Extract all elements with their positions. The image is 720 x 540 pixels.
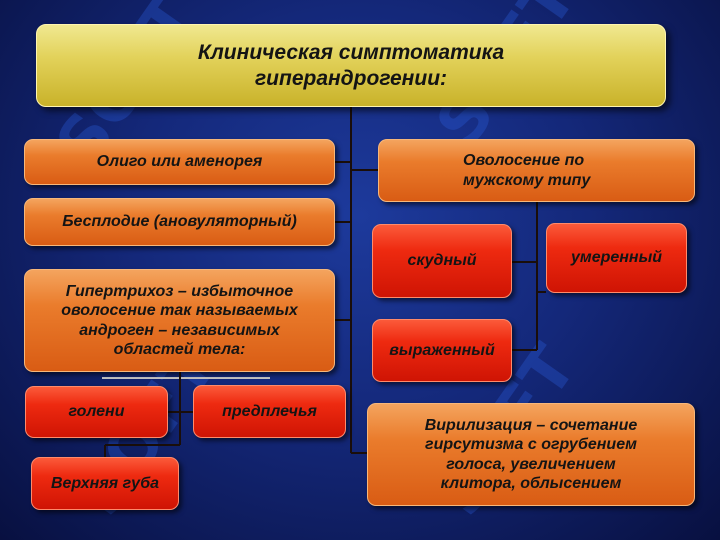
node-upper-lip: Верхняя губа [31,457,179,510]
virilization-line-4: клитора, облысением [440,474,622,492]
node-pronounced-label: выраженный [389,341,495,359]
node-shins: голени [25,386,168,438]
node-moderate-label: умеренный [570,249,663,267]
node-forearms-label: предплечья [222,402,317,420]
hypertrichosis-line-1: Гипертрихоз – избыточное [65,283,294,301]
node-pronounced: выраженный [372,319,512,382]
node-hypertrichosis: Гипертрихоз – избыточное оволосение так … [24,269,335,372]
virilization-line-1: Вирилизация – сочетание [424,417,638,435]
node-virilization: Вирилизация – сочетание гирсутизма с огр… [367,403,695,506]
diagram-title: Клиническая симптоматика гиперандрогении… [36,24,666,107]
node-moderate: умеренный [546,223,687,293]
virilization-line-3: голоса, увеличением [446,455,616,473]
node-scant-label: скудный [407,252,477,270]
node-male-pattern-hair: Оволосение по мужскому типу [378,139,695,202]
node-oligo-label: Олиго или аменорея [96,153,263,171]
node-shins-label: голени [68,403,125,421]
node-infertility-label: Бесплодие (ановуляторный) [62,213,297,231]
node-oligo-amenorrhea: Олиго или аменорея [24,139,335,185]
title-line-2: гиперандрогении: [254,66,448,90]
hypertrichosis-line-2: оволосение так называемых [61,302,298,320]
node-upper-lip-label: Верхняя губа [50,474,160,492]
title-line-1: Клиническая симптоматика [197,41,505,65]
hypertrichosis-line-4: областей тела: [113,340,246,358]
node-scant: скудный [372,224,512,298]
node-infertility: Бесплодие (ановуляторный) [24,198,335,246]
hypertrichosis-line-3: андроген – независимых [79,321,280,339]
male-pattern-line-2: мужскому типу [463,171,591,189]
virilization-line-2: гирсутизма с огрубением [425,436,637,454]
male-pattern-line-1: Оволосение по [463,152,585,170]
node-forearms: предплечья [193,385,346,438]
